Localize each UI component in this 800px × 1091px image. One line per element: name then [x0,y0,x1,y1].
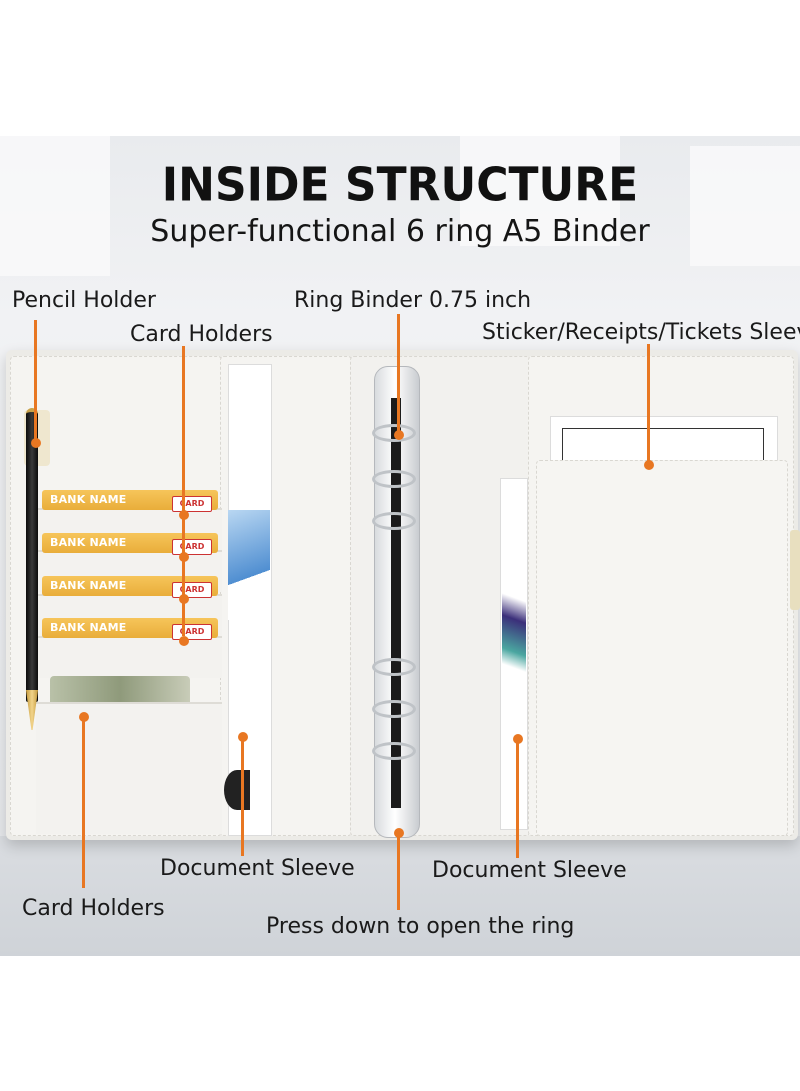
binder-ring [372,512,416,530]
callout-line-ring [397,314,400,436]
label-card-holders-top: Card Holders [130,322,273,347]
callout-dot [179,510,189,520]
bank-card-name: BANK NAME [50,493,127,506]
callout-dot-doc-left [238,732,248,742]
callout-dot-doc-right [513,734,523,744]
binder-ring [372,658,416,676]
bottom-card-pocket [36,702,222,834]
label-pencil-holder: Pencil Holder [12,288,156,313]
label-sticker-sleeve: Sticker/Receipts/Tickets Sleeve [482,320,800,345]
bank-card-chip: CARD [172,496,212,512]
background-window [690,146,800,266]
background-window [0,136,110,276]
callout-line-cards-top [182,346,185,636]
page-title: INSIDE STRUCTURE [161,158,639,213]
page-subtitle: Super-functional 6 ring A5 Binder [150,214,650,249]
bank-card: BANK NAME CARD [42,576,218,598]
label-document-sleeve-left: Document Sleeve [160,856,355,881]
label-card-holders-bottom: Card Holders [22,896,165,921]
document-badge [224,770,250,810]
binder-illustration: BANK NAME CARD BANK NAME CARD BANK NAME … [6,350,800,840]
callout-dot [179,594,189,604]
bank-card-name: BANK NAME [50,579,127,592]
binder-strap [790,530,800,610]
callout-dot-cards-bottom [79,712,89,722]
callout-line-doc-right [516,738,519,858]
label-ring-binder: Ring Binder 0.75 inch [294,288,532,313]
document-art [228,510,270,620]
callout-dot-ring [394,430,404,440]
callout-dot-press [394,828,404,838]
bank-card-chip: CARD [172,539,212,555]
pen-icon [26,408,38,702]
document-art [502,580,526,680]
label-press-down: Press down to open the ring [266,914,575,939]
callout-line-doc-left [241,736,244,856]
bank-card-name: BANK NAME [50,621,127,634]
callout-dot-pencil [31,438,41,448]
callout-dot [179,636,189,646]
callout-dot-sticker [644,460,654,470]
background-floor [0,836,800,956]
sticker-sleeve-pocket [536,460,788,836]
bank-card-chip: CARD [172,624,212,640]
binder-ring [372,470,416,488]
binder-ring [372,742,416,760]
callout-line-sticker [647,344,650,466]
bank-card: BANK NAME CARD [42,490,218,512]
card-pocket [36,636,222,678]
binder-ring [372,700,416,718]
bank-card: BANK NAME CARD [42,533,218,555]
callout-line-cards-bottom [82,716,85,888]
bank-card: BANK NAME CARD [42,618,218,640]
bank-card-name: BANK NAME [50,536,127,549]
background-window [460,136,620,246]
bank-card-chip: CARD [172,582,212,598]
callout-line-pencil [34,320,37,442]
binder-ring [372,424,416,442]
ring-mechanism-center [391,398,401,808]
callout-line-press [397,832,400,910]
label-document-sleeve-right: Document Sleeve [432,858,627,883]
callout-dot [179,552,189,562]
